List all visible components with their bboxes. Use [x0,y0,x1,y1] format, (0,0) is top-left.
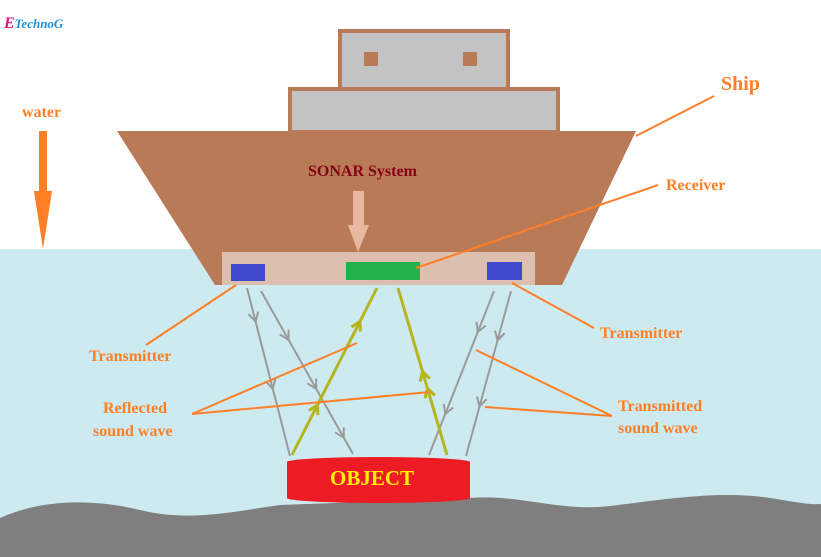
reflected-pointer-line-2 [191,391,431,415]
water-label: water [22,104,62,121]
reflected-wave-ray [290,287,379,456]
object-label: OBJECT [330,466,415,490]
ship-label: Ship [721,73,760,95]
reflected-pointer-line-1 [191,342,358,415]
receiver-pointer-line [415,184,659,269]
transmitted-wave-label-line2: sound wave [618,420,698,437]
water-arrow [34,131,52,249]
transmitted-wave-label-line1: Transmitted [618,398,703,415]
reflected-wave-label-line2: sound wave [93,423,173,440]
transmitter-left-block [231,264,265,281]
transmitter-right-label: Transmitter [600,325,683,342]
transmitted-pointer-line-1 [475,349,613,417]
ship-deck [288,87,560,134]
transmitter-right-pointer-line [511,282,595,329]
reflected-wave-label-line1: Reflected [103,400,167,417]
ship-window-right [463,52,477,66]
sonar-system-arrow [348,191,369,252]
transmitter-left-pointer-line [145,284,237,346]
transmitted-wave-ray [246,287,291,457]
transmitted-wave-ray [260,290,354,455]
transmitter-right-block [487,262,522,280]
sonar-system-label: SONAR System [308,163,417,180]
etechnog-logo: ETechnoG [4,15,64,32]
seabed [0,495,821,557]
receiver-label: Receiver [666,177,726,194]
transmitter-left-label: Transmitter [89,348,172,365]
transmitted-wave-ray [465,290,512,457]
reflected-wave-ray [396,287,449,456]
ship-hull [117,131,636,285]
ship-window-left [364,52,378,66]
object-body [287,457,470,503]
ship-pointer-line [635,95,715,137]
transmitted-pointer-line-2 [484,406,613,417]
receiver-block [346,262,420,280]
